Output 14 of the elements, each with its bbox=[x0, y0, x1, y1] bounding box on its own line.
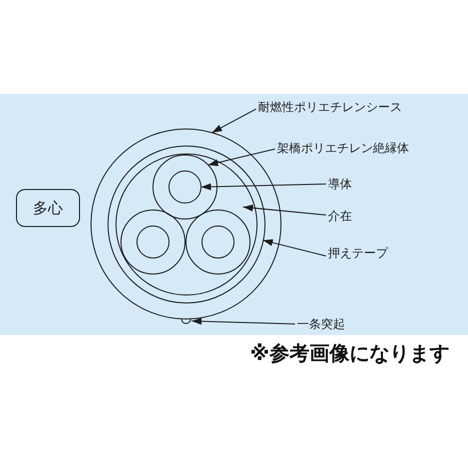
part-label: 架橋ポリエチレン絶縁体 bbox=[277, 140, 409, 156]
leader-arrow bbox=[191, 318, 296, 325]
leader-arrow bbox=[242, 204, 326, 216]
note-text: ※参考画像になります bbox=[250, 340, 450, 366]
part-label: 介在 bbox=[328, 208, 352, 224]
leader-arrow bbox=[200, 183, 326, 190]
part-label: 導体 bbox=[328, 176, 352, 192]
part-label: 一条突起 bbox=[297, 316, 345, 332]
part-label: 耐燃性ポリエチレンシース bbox=[258, 99, 402, 115]
part-label: 押えテープ bbox=[328, 245, 388, 261]
leader-arrow bbox=[208, 148, 276, 166]
leader-arrow bbox=[262, 239, 326, 256]
label-box: 多心 bbox=[16, 189, 80, 227]
leader-arrow bbox=[212, 108, 256, 134]
